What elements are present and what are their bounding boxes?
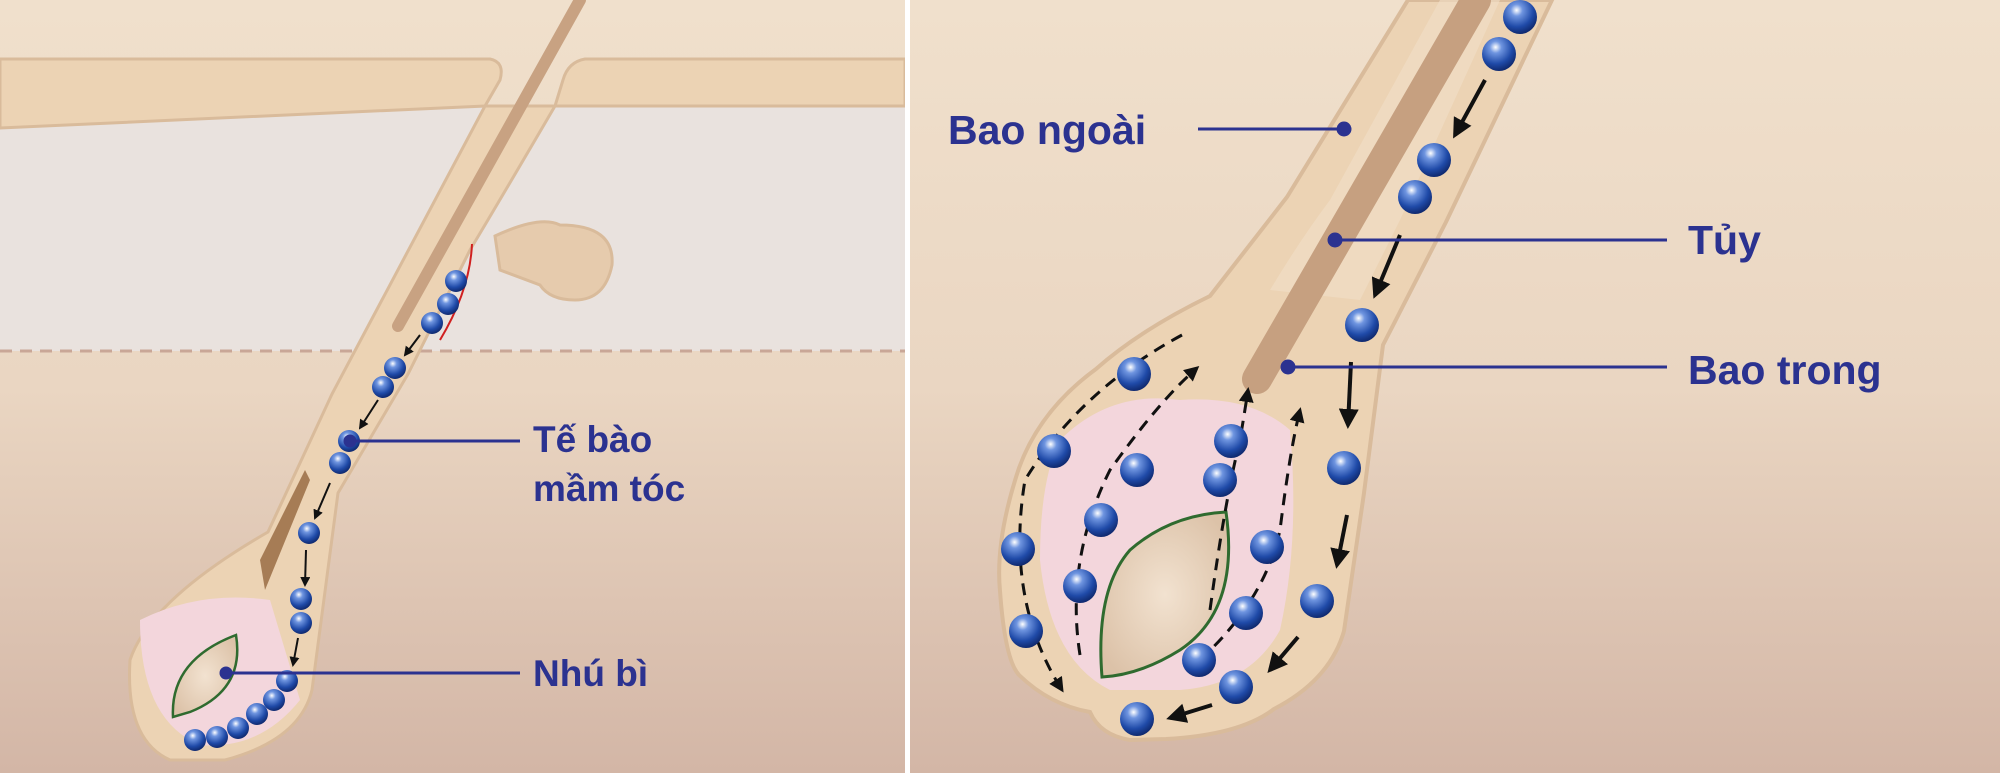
- germ-cell: [421, 312, 443, 334]
- germ-cell: [263, 689, 285, 711]
- germ-cell: [276, 670, 298, 692]
- arrow: [358, 399, 379, 430]
- germ-cell: [1219, 670, 1253, 704]
- germ-cell: [445, 270, 467, 292]
- dashed-arrow-left-inner: [1074, 366, 1200, 656]
- migration-arrows-left: [289, 334, 421, 667]
- germ-cell: [1037, 434, 1071, 468]
- germ-cell: [1250, 530, 1284, 564]
- germ-cell: [1214, 424, 1248, 458]
- germ-cell: [1117, 357, 1151, 391]
- bulge-marker: [439, 243, 473, 341]
- arrow: [313, 482, 331, 520]
- germ-cell: [1001, 532, 1035, 566]
- germ-cell: [1182, 643, 1216, 677]
- arrow: [1267, 635, 1300, 674]
- hair-root-left: [260, 470, 310, 590]
- germ-cell: [184, 729, 206, 751]
- germ-cell: [1229, 596, 1263, 630]
- arrow: [1330, 514, 1350, 569]
- medulla-shaft: [1242, 0, 1491, 394]
- germ-cell: [206, 726, 228, 748]
- label-inner-sheath: Bao trong: [1688, 347, 1882, 393]
- arrow: [1166, 703, 1213, 723]
- panel-divider: [905, 0, 910, 773]
- germ-cell: [298, 522, 320, 544]
- germ-cell: [1120, 702, 1154, 736]
- germ-cell: [1417, 143, 1451, 177]
- label-germ-cells-line1: Tế bào: [533, 419, 653, 460]
- right-panel: [910, 0, 2000, 773]
- leader-lines-right: [1198, 121, 1667, 375]
- germ-cell: [1327, 451, 1361, 485]
- germ-cell: [246, 703, 268, 725]
- arrow: [1338, 361, 1359, 429]
- dermal-papilla-right: [1099, 510, 1231, 679]
- skin-surface-right: [552, 57, 907, 108]
- skin-surface-left: [0, 57, 503, 130]
- arrow: [300, 549, 311, 587]
- germ-cell: [1203, 463, 1237, 497]
- germ-cell: [1084, 503, 1118, 537]
- leader-lines-left: [219, 434, 520, 680]
- label-outer-sheath: Bao ngoài: [948, 107, 1147, 153]
- solid-flow-arrows: [1166, 79, 1487, 723]
- germ-cells-left: [184, 270, 467, 751]
- sebaceous-gland: [493, 220, 614, 302]
- germ-cell: [384, 357, 406, 379]
- left-panel: [0, 0, 907, 773]
- arrow: [289, 637, 300, 667]
- germ-cell: [1009, 614, 1043, 648]
- germ-cell: [329, 452, 351, 474]
- arrow: [403, 334, 421, 357]
- label-germ-cells-line2: mầm tóc: [533, 468, 686, 509]
- germ-cells-right: [1001, 0, 1537, 736]
- arrow: [1371, 234, 1402, 299]
- germ-cell: [1398, 180, 1432, 214]
- germ-cell: [1120, 453, 1154, 487]
- label-dermal-papilla: Nhú bì: [533, 653, 649, 694]
- germ-cell: [1482, 37, 1516, 71]
- germ-cell: [227, 717, 249, 739]
- dermal-papilla-left: [171, 633, 239, 719]
- germ-cell: [1063, 569, 1097, 603]
- dashed-arrow-center: [1208, 387, 1254, 611]
- germ-cell: [1300, 584, 1334, 618]
- label-medulla: Tủy: [1688, 217, 1761, 263]
- germ-cell: [1345, 308, 1379, 342]
- germ-cell: [290, 612, 312, 634]
- germ-cell: [437, 293, 459, 315]
- germ-cell: [290, 588, 312, 610]
- germ-cell: [1503, 0, 1537, 34]
- germ-cell: [372, 376, 394, 398]
- arrow: [1453, 79, 1487, 139]
- hair-shaft-left: [392, 0, 586, 332]
